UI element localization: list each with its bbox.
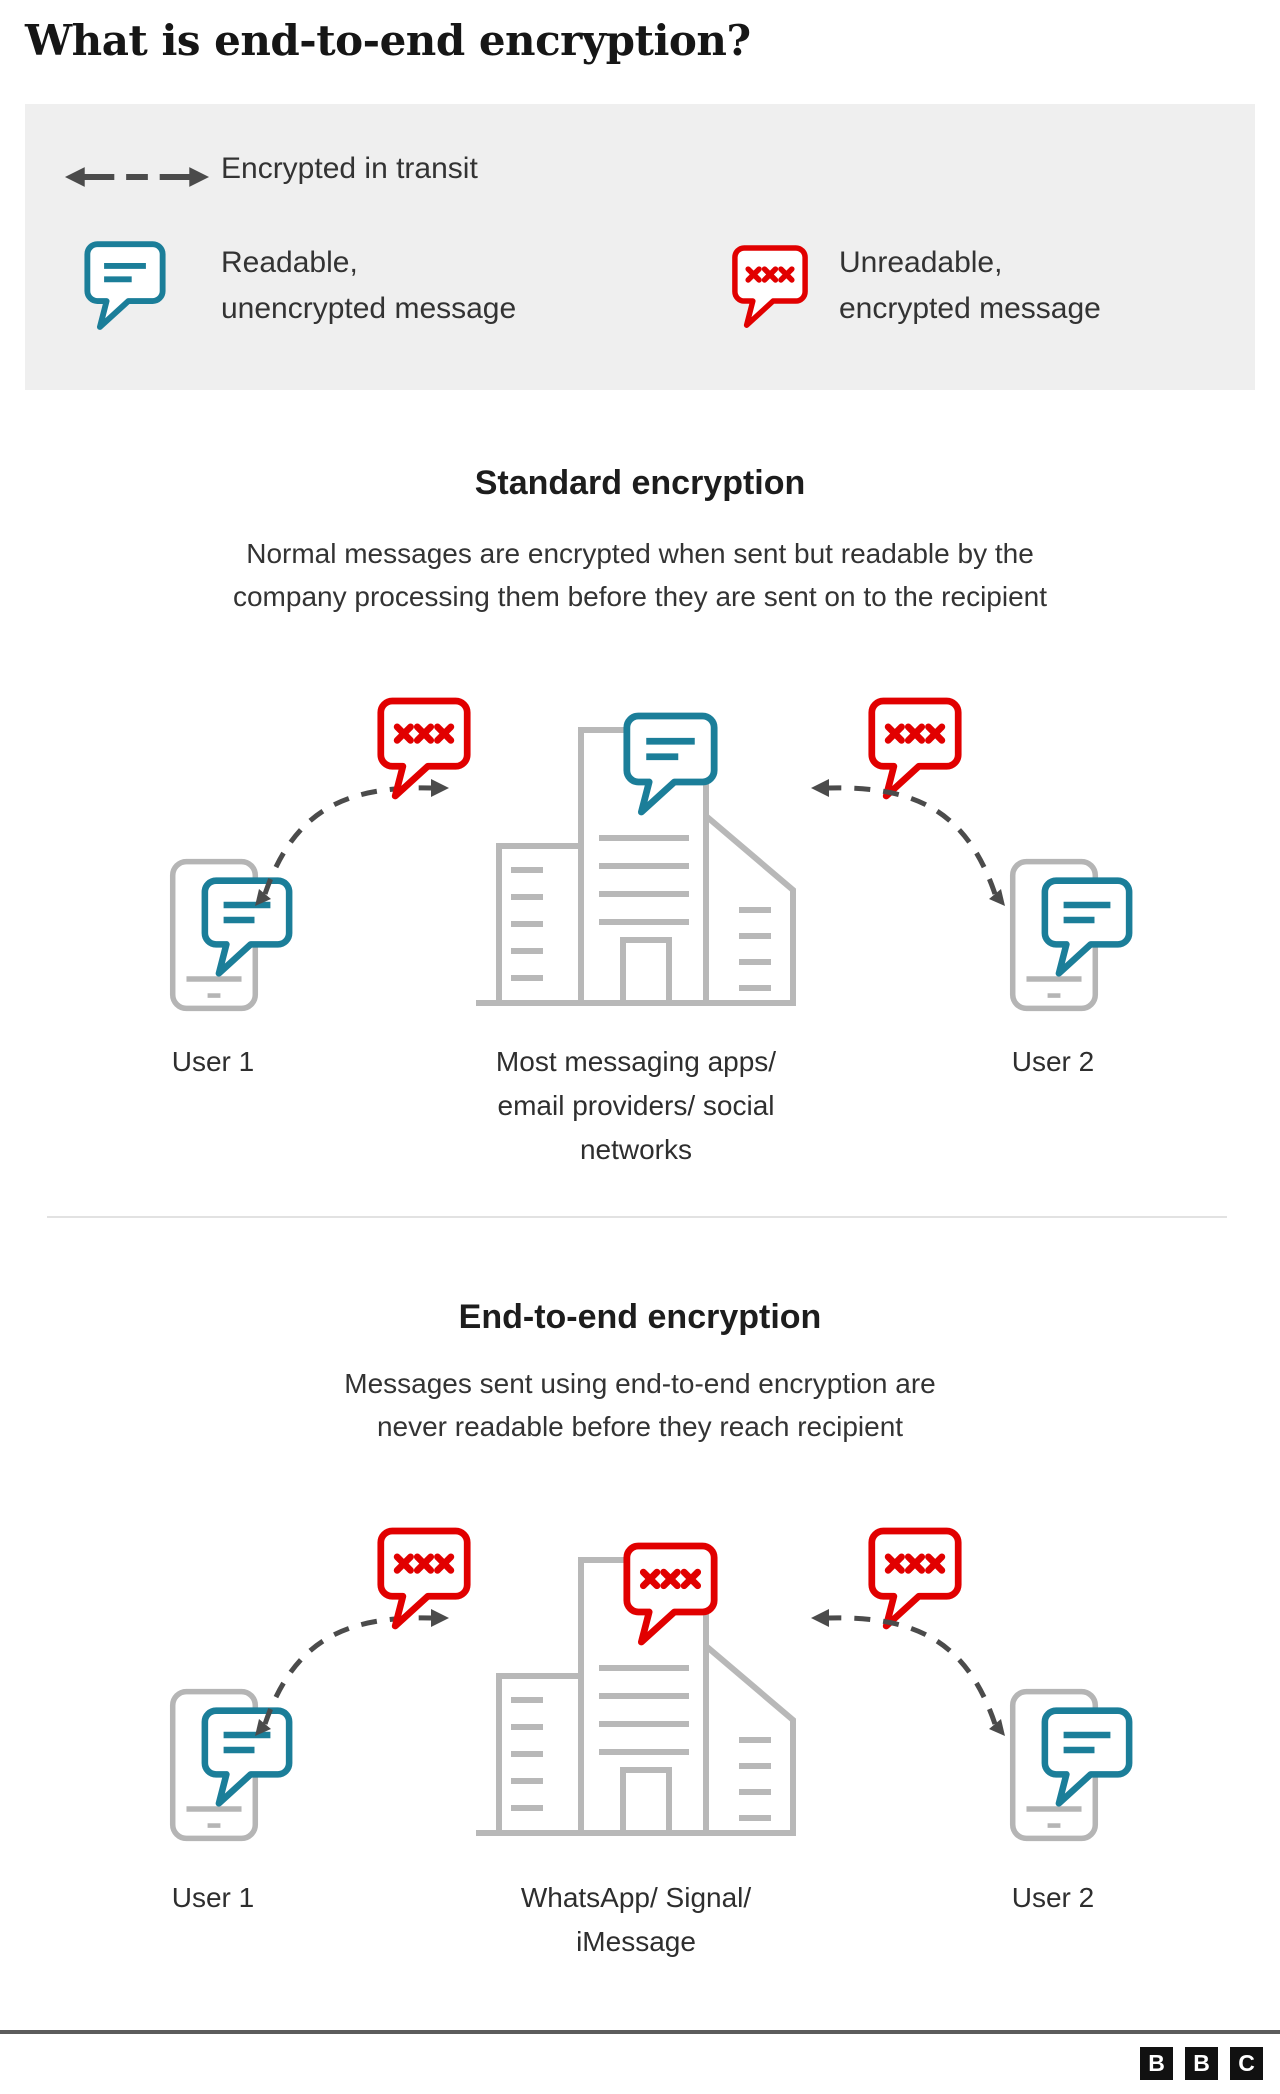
bbc-logo: B B C	[1140, 2047, 1263, 2080]
section-divider	[47, 1216, 1227, 1218]
legend-readable-label: Readable, unencrypted message	[221, 246, 517, 325]
section-standard-heading: Standard encryption	[474, 464, 806, 502]
legend-box: Encrypted in transit Readable, unencrypt…	[25, 104, 1255, 390]
bbc-logo-block: C	[1230, 2047, 1263, 2080]
e2e-encryption-diagram	[0, 1520, 1280, 1850]
user1-label: User 1	[171, 1046, 255, 1077]
unencrypted-message-icon	[1040, 1706, 1134, 1809]
encrypted-message-icon	[376, 696, 472, 802]
standard-encryption-diagram	[0, 690, 1280, 1020]
bbc-logo-block: B	[1185, 2047, 1218, 2080]
legend-unreadable-label: Unreadable, encrypted message	[839, 246, 1101, 325]
server-label: WhatsApp/ Signal/ iMessage	[520, 1882, 752, 1957]
unencrypted-message-icon	[622, 711, 719, 818]
user2-label: User 2	[1011, 1046, 1095, 1077]
server-label: Most messaging apps/ email providers/ so…	[495, 1046, 777, 1165]
encrypted-message-icon	[731, 244, 809, 330]
page-title: What is end-to-end encryption?	[25, 16, 751, 65]
legend-transit-label: Encrypted in transit	[221, 152, 478, 185]
encrypted-message-icon	[622, 1541, 719, 1648]
user1-label: User 1	[171, 1882, 255, 1913]
footer-rule	[0, 2030, 1280, 2034]
section-e2e-description: Messages sent using end-to-end encryptio…	[344, 1368, 936, 1442]
unencrypted-message-icon	[1040, 876, 1134, 979]
encrypted-message-icon	[376, 1526, 472, 1632]
transit-arc-icon	[790, 748, 1025, 908]
transit-arrow-icon	[63, 159, 211, 195]
unencrypted-message-icon	[83, 240, 167, 332]
user2-label: User 2	[1011, 1882, 1095, 1913]
section-e2e-heading: End-to-end encryption	[458, 1298, 822, 1336]
transit-arc-icon	[790, 1578, 1025, 1738]
section-standard-description: Normal messages are encrypted when sent …	[232, 538, 1048, 612]
bbc-logo-block: B	[1140, 2047, 1173, 2080]
